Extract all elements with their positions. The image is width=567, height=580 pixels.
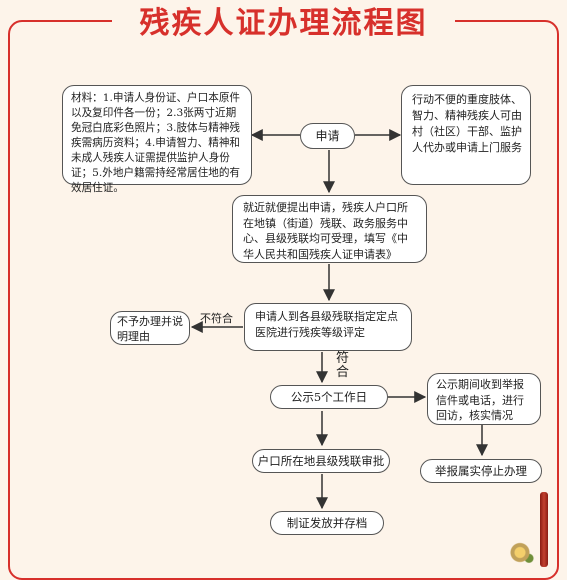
reject-box: 不予办理并说明理由 bbox=[110, 311, 190, 345]
materials-text: 材料：1.申请人身份证、户口本原件以及复印件各一份；2.3张两寸近期免冠白底彩色… bbox=[71, 92, 241, 194]
review-node: 户口所在地县级残联审批 bbox=[252, 449, 390, 473]
review-label: 户口所在地县级残联审批 bbox=[257, 454, 385, 468]
decorative-flower-icon bbox=[508, 538, 538, 567]
issue-node: 制证发放并存档 bbox=[270, 511, 384, 535]
proxy-text: 行动不便的重度肢体、智力、精神残疾人可由村（社区）干部、监护人代办或申请上门服务 bbox=[412, 93, 522, 154]
report-box: 公示期间收到举报信件或电话，进行回访，核实情况 bbox=[427, 373, 541, 425]
title-background bbox=[112, 0, 455, 48]
connector-layer bbox=[190, 129, 488, 510]
publicity-label: 公示5个工作日 bbox=[290, 390, 368, 404]
submit-text: 就近就便提出申请，残疾人户口所在地镇（街道）残联、政务服务中心、县级残联均可受理… bbox=[243, 201, 408, 261]
report-text: 公示期间收到举报信件或电话，进行回访，核实情况 bbox=[436, 378, 524, 422]
apply-label: 申请 bbox=[315, 129, 340, 143]
apply-node: 申请 bbox=[300, 123, 355, 149]
assess-box: 申请人到各县级残联指定定点医院进行残疾等级评定 bbox=[244, 303, 412, 351]
report-stop-node: 举报属实停止办理 bbox=[420, 459, 542, 483]
report-stop-label: 举报属实停止办理 bbox=[435, 464, 527, 478]
edge-label-not-qualified: 不符合 bbox=[200, 312, 233, 325]
materials-box: 材料：1.申请人身份证、户口本原件以及复印件各一份；2.3张两寸近期免冠白底彩色… bbox=[62, 85, 252, 194]
assess-text: 申请人到各县级残联指定定点医院进行残疾等级评定 bbox=[255, 310, 398, 339]
page-title: 残疾人证办理流程图 bbox=[139, 6, 428, 41]
decorative-scroll-rod bbox=[540, 492, 548, 567]
reject-text: 不予办理并说明理由 bbox=[117, 315, 183, 343]
publicity-node: 公示5个工作日 bbox=[270, 385, 388, 409]
submit-box: 就近就便提出申请，残疾人户口所在地镇（街道）残联、政务服务中心、县级残联均可受理… bbox=[232, 195, 427, 263]
issue-label: 制证发放并存档 bbox=[286, 516, 368, 530]
proxy-box: 行动不便的重度肢体、智力、精神残疾人可由村（社区）干部、监护人代办或申请上门服务 bbox=[401, 85, 531, 185]
edge-label-qualified: 符合 bbox=[336, 351, 350, 380]
